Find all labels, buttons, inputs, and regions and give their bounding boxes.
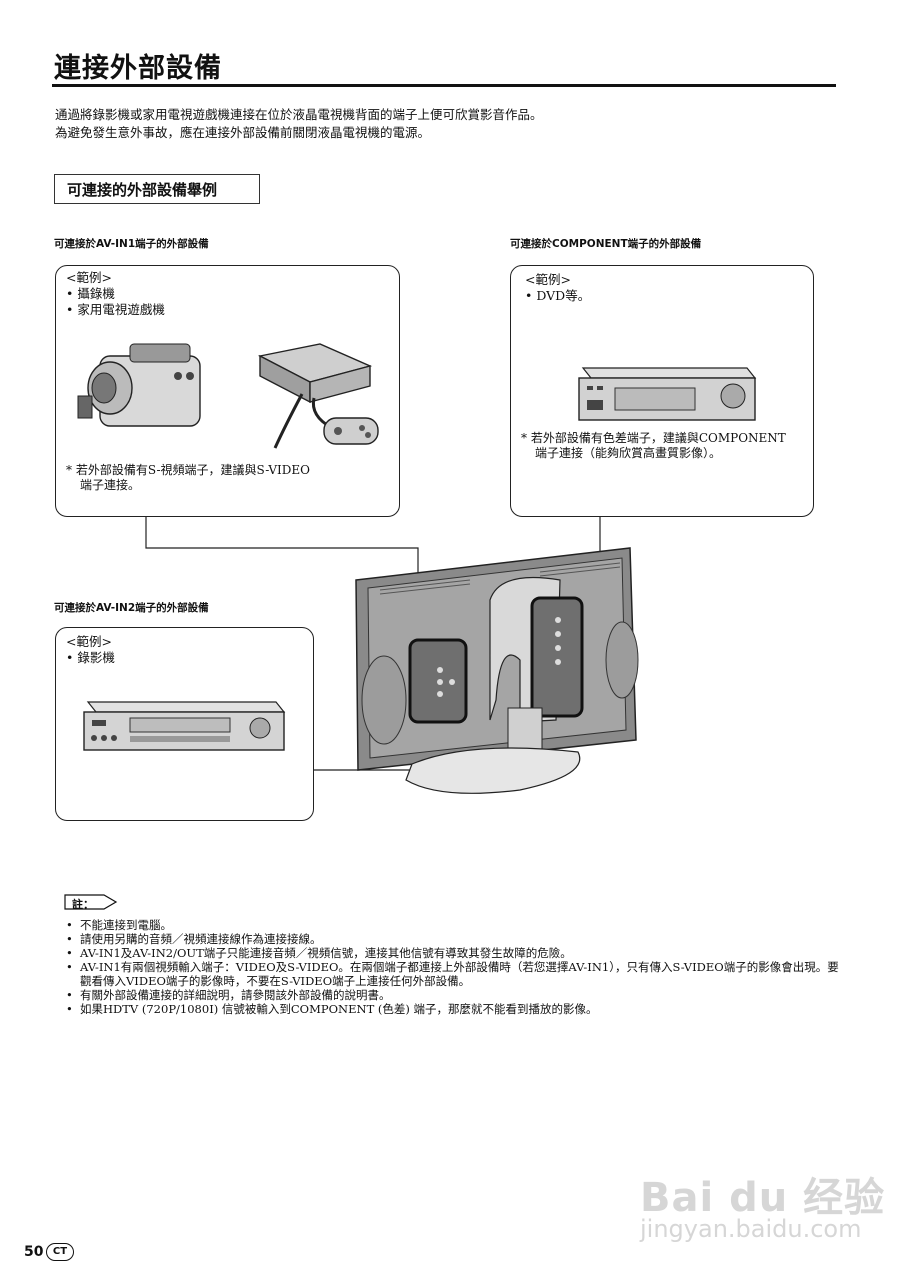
page-number: 50 — [24, 1244, 44, 1260]
footnote-line-1: * 若外部設備有S-視頻端子，建議與S-VIDEO — [66, 463, 310, 477]
camcorder-and-game-console-illustration — [77, 343, 379, 449]
note-item: 如果HDTV (720P/1080I) 信號被輸入到COMPONENT (色差)… — [66, 1002, 846, 1016]
component-label: 可連接於COMPONENT端子的外部設備 — [510, 238, 702, 250]
game-console-icon — [257, 343, 379, 449]
list-item: • 家用電視遊戲機 — [66, 302, 165, 317]
intro-line-1: 通過將錄影機或家用電視遊戲機連接在位於液晶電視機背面的端子上便可欣賞影音作品。 — [55, 107, 543, 122]
camcorder-icon — [77, 343, 201, 427]
av-in2-example-list: <範例> • 錄影機 — [66, 634, 115, 666]
av-in2-example-box: <範例> • 錄影機 — [55, 627, 314, 821]
note-item: 有關外部設備連接的詳細說明，請參閱該外部設備的說明書。 — [66, 988, 846, 1002]
example-header: <範例> — [525, 272, 571, 287]
av-in2-label: 可連接於AV-IN2端子的外部設備 — [54, 602, 209, 614]
note-item: 不能連接到電腦。 — [66, 918, 846, 932]
vcr-illustration — [83, 701, 286, 751]
page-title: 連接外部設備 — [54, 53, 222, 84]
av-in1-example-box: <範例> • 攝錄機 • 家用電視遊戲機 * 若外部設備有S-視頻端子，建議與S… — [55, 265, 400, 517]
note-badge: 註： — [64, 894, 118, 912]
list-item: • 錄影機 — [66, 650, 115, 665]
example-header: <範例> — [66, 270, 112, 285]
footnote-line-2: 端子連接。 — [80, 478, 141, 492]
note-arrow-icon — [64, 894, 118, 910]
notes-list: 不能連接到電腦。 請使用另購的音頻／視頻連接線作為連接接線。 AV-IN1及AV… — [66, 918, 846, 1016]
footnote-line-1: * 若外部設備有色差端子，建議與COMPONENT — [521, 431, 786, 445]
note-item: AV-IN1及AV-IN2/OUT端子只能連接音頻／視頻信號，連接其他信號有導致… — [66, 946, 846, 960]
language-badge: CT — [46, 1243, 74, 1261]
intro-text: 通過將錄影機或家用電視遊戲機連接在位於液晶電視機背面的端子上便可欣賞影音作品。 … — [55, 106, 543, 142]
component-example-box: <範例> • DVD等。 * 若外部設備有色差端子，建議與COMPONENT 端… — [510, 265, 814, 517]
section-subhead: 可連接的外部設備舉例 — [54, 174, 260, 204]
example-header: <範例> — [66, 634, 112, 649]
watermark-logo: Bai du 经验 — [640, 1175, 886, 1221]
dvd-player-illustration — [578, 367, 757, 421]
title-rule — [52, 84, 836, 87]
av-in1-label: 可連接於AV-IN1端子的外部設備 — [54, 238, 209, 250]
component-example-list: <範例> • DVD等。 — [525, 272, 590, 304]
av-in1-example-list: <範例> • 攝錄機 • 家用電視遊戲機 — [66, 270, 165, 318]
list-item: • DVD等。 — [525, 288, 591, 303]
watermark-url: jingyan.baidu.com — [640, 1215, 862, 1243]
note-item: 請使用另購的音頻／視頻連接線作為連接接線。 — [66, 932, 846, 946]
note-item: AV-IN1有兩個視頻輸入端子：VIDEO及S-VIDEO。在兩個端子都連接上外… — [66, 960, 846, 988]
intro-line-2: 為避免發生意外事故，應在連接外部設備前關閉液晶電視機的電源。 — [55, 125, 431, 140]
lcd-tv-rear-illustration — [355, 547, 639, 794]
list-item: • 攝錄機 — [66, 286, 115, 301]
component-footnote: * 若外部設備有色差端子，建議與COMPONENT 端子連接（能夠欣賞高畫質影像… — [521, 431, 786, 461]
av-in1-footnote: * 若外部設備有S-視頻端子，建議與S-VIDEO 端子連接。 — [66, 463, 310, 493]
footnote-line-2: 端子連接（能夠欣賞高畫質影像）。 — [535, 446, 722, 460]
